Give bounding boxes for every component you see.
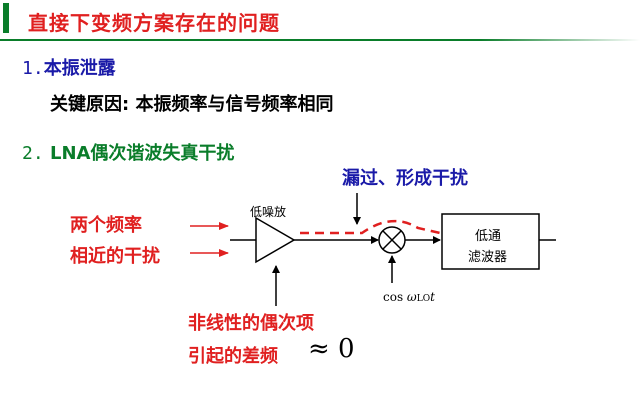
approx-zero-label: ≈ 0 [308, 334, 355, 364]
lna-label: 低噪放 [250, 205, 287, 219]
leakage-path [300, 219, 441, 235]
title-accent-bar [3, 3, 9, 33]
interference-label-line1: 两个频率 [70, 215, 142, 236]
item-2-title: LNA偶次谐波失真干扰 [49, 143, 235, 164]
lna-amplifier-icon [255, 216, 296, 264]
filter-label-line1: 低通 [475, 229, 502, 244]
leakage-label: 漏过、形成干扰 [342, 168, 468, 189]
lowpass-filter-block [441, 213, 540, 270]
title-bar: 直接下变频方案存在的问题 [0, 0, 640, 41]
nonlinear-label-line2: 引起的差频 [188, 346, 278, 367]
lo-label: cos ωLOt [383, 290, 435, 304]
page-title: 直接下变频方案存在的问题 [28, 11, 280, 35]
filter-label-line2: 滤波器 [468, 250, 508, 265]
item-1-heading: 1.本振泄露 [22, 54, 116, 80]
item-1-detail: 关键原因: 本振频率与信号频率相同 [50, 94, 334, 115]
item-2-number: 2. [22, 143, 44, 164]
item-1-title: 本振泄露 [43, 58, 116, 79]
item-1-number: 1. [22, 58, 44, 79]
interference-label-line2: 相近的干扰 [70, 246, 160, 267]
lo-label-subscript: LO [416, 294, 431, 304]
lo-label-cos: cos [383, 290, 407, 304]
item-2-heading: 2. LNA偶次谐波失真干扰 [22, 139, 234, 165]
lo-label-omega: ω [406, 290, 417, 304]
nonlinear-label-line1: 非线性的偶次项 [188, 313, 314, 334]
title-divider [0, 39, 640, 41]
lo-label-t: t [430, 290, 435, 304]
mixer-icon [378, 226, 406, 254]
